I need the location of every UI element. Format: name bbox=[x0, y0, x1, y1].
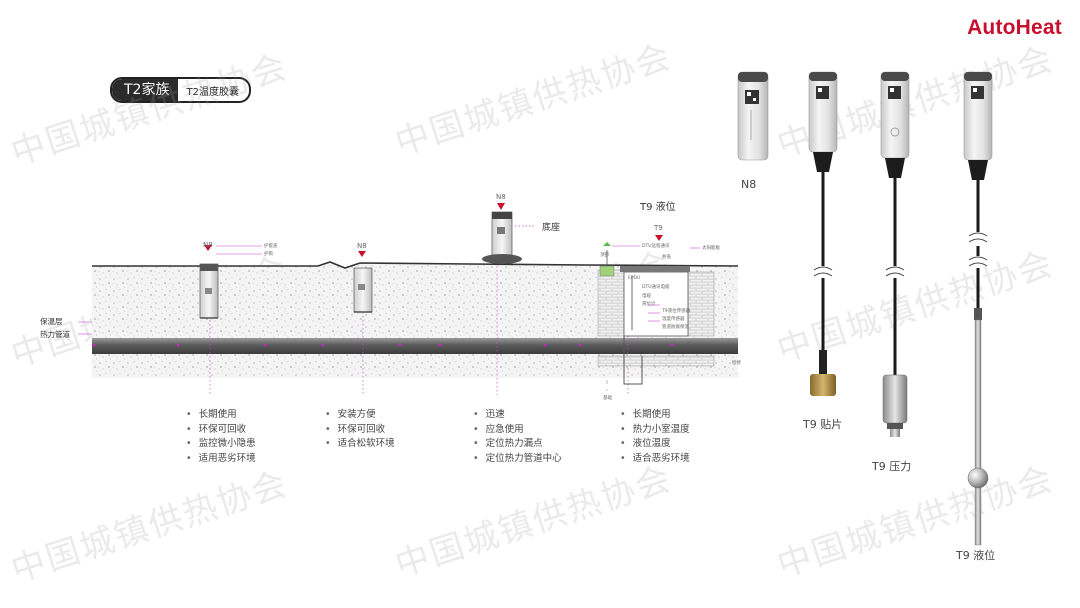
heat-pipe bbox=[92, 338, 738, 354]
feature-item: 应急使用 bbox=[473, 423, 562, 438]
label-base: 底座 bbox=[542, 223, 561, 233]
n8-capsule-illustration bbox=[737, 71, 769, 161]
t9-chamber bbox=[597, 235, 715, 385]
feature-item: 安装方便 bbox=[325, 408, 395, 423]
callout-foundation: 基础 bbox=[603, 396, 612, 401]
callout-sleeve: 护筒 bbox=[264, 252, 273, 257]
features-list-2: 安装方便 环保可回收 适合松软环境 bbox=[325, 408, 395, 452]
feature-item: 适用恶劣环境 bbox=[186, 452, 256, 467]
callout-cable: 电缆 bbox=[642, 294, 651, 299]
feature-item: 长期使用 bbox=[186, 408, 256, 423]
label-heat-pipe: 热力管道 bbox=[40, 330, 70, 339]
feature-item: 适合松软环境 bbox=[325, 437, 395, 452]
callout-cap: 护套盖 bbox=[264, 244, 278, 249]
callout-temp-sensor: 温度传感器 bbox=[662, 317, 685, 322]
callout-solar: 太阳能板 bbox=[702, 246, 720, 251]
caption-t9-patch: T9 贴片 bbox=[803, 418, 843, 431]
feature-item: 适合恶劣环境 bbox=[620, 452, 690, 467]
callout-level-meter: 液位计 bbox=[642, 302, 656, 307]
caption-t9-level: T9 液位 bbox=[956, 549, 996, 562]
feature-item: 监控微小隐患 bbox=[186, 437, 256, 452]
caption-n8: N8 bbox=[741, 178, 757, 191]
callout-manhole: 井盖 bbox=[662, 255, 671, 260]
badge-product: T2温度胶囊 bbox=[186, 86, 239, 98]
feature-item: 迅速 bbox=[473, 408, 562, 423]
badge-family: T2家族 bbox=[112, 79, 179, 101]
ground-line bbox=[92, 261, 739, 269]
label-insulation-layer: 保温层 bbox=[40, 317, 63, 326]
features-list-4: 长期使用 热力小室温度 液位温度 适合恶劣环境 bbox=[620, 408, 690, 466]
feature-item: 热力小室温度 bbox=[620, 423, 690, 438]
callout-top: 顶部 bbox=[600, 253, 609, 258]
product-badge: T2家族 T2温度胶囊 bbox=[110, 77, 251, 103]
product-gallery bbox=[737, 71, 993, 546]
caption-t9-pressure: T9 压力 bbox=[872, 460, 912, 473]
brand-logo: AutoHeat bbox=[967, 16, 1062, 39]
callout-wall: 检修 bbox=[732, 361, 741, 366]
n8-buried-unit-b bbox=[353, 251, 373, 313]
label-t9-title: T9 液位 bbox=[640, 202, 676, 213]
label-n8-a: N8 bbox=[203, 241, 213, 249]
t9-patch-illustration bbox=[808, 71, 838, 396]
feature-item: 定位热力管道中心 bbox=[473, 452, 562, 467]
feature-item: 定位热力漏点 bbox=[473, 437, 562, 452]
feature-item: 液位温度 bbox=[620, 437, 690, 452]
callout-epdu: EPDU bbox=[628, 276, 641, 281]
t9-pressure-illustration bbox=[880, 71, 910, 437]
callout-dtu: DTU远程通讯 bbox=[642, 244, 670, 249]
features-list-3: 迅速 应急使用 定位热力漏点 定位热力管道中心 bbox=[473, 408, 562, 466]
feature-item: 长期使用 bbox=[620, 408, 690, 423]
label-n8-c: N8 bbox=[496, 193, 506, 201]
n8-with-base bbox=[482, 203, 535, 264]
features-list-1: 长期使用 环保可回收 监控微小隐患 适用恶劣环境 bbox=[186, 408, 256, 466]
t9-level-illustration bbox=[963, 71, 993, 546]
callout-anticorrosion: 管道防腐保温 bbox=[662, 325, 689, 330]
n8-buried-unit-a bbox=[199, 245, 219, 319]
feature-item: 环保可回收 bbox=[186, 423, 256, 438]
callout-t9-sensor: T9液位传感器 bbox=[662, 309, 691, 314]
callout-dtu-cable: DTU通讯电缆 bbox=[642, 285, 670, 290]
label-n8-b: N8 bbox=[357, 242, 367, 250]
label-t9: T9 bbox=[654, 224, 663, 232]
feature-item: 环保可回收 bbox=[325, 423, 395, 438]
